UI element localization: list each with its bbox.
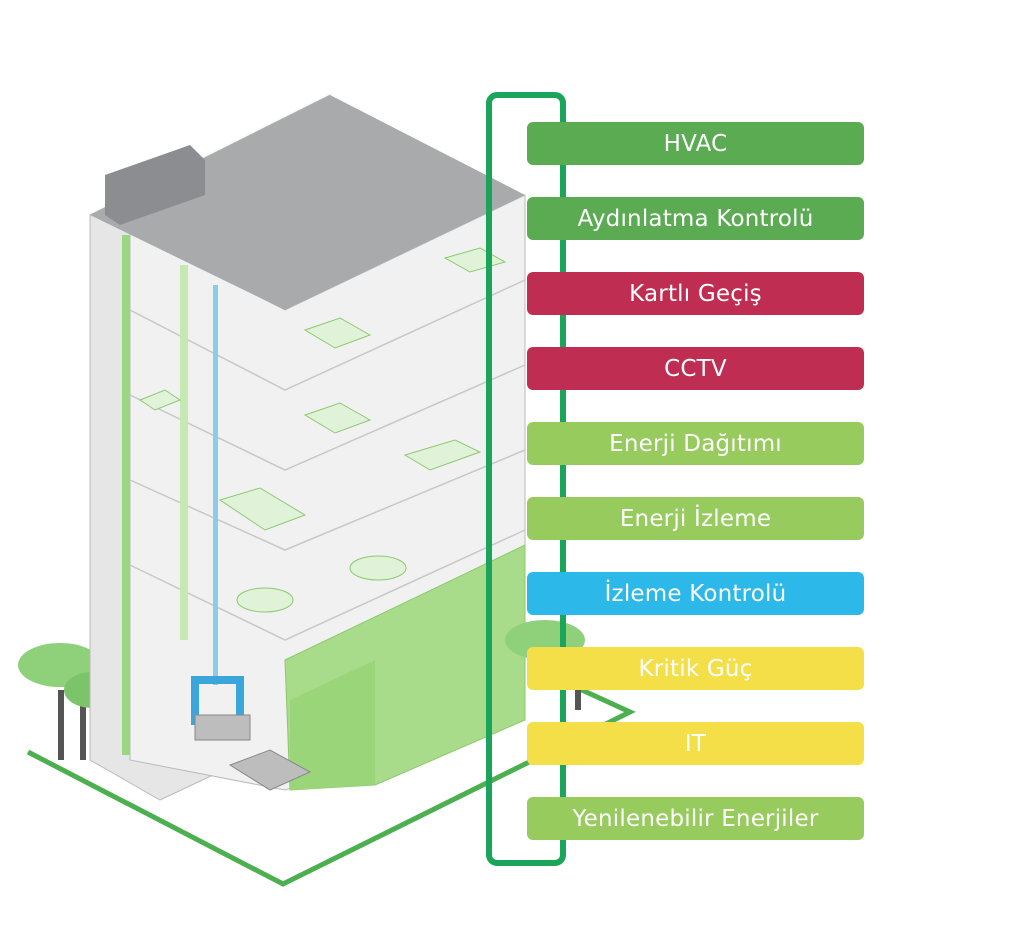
system-label-access-control[interactable]: Kartlı Geçiş bbox=[527, 272, 864, 315]
blue-pipe bbox=[213, 285, 218, 685]
system-label-monitoring-control[interactable]: İzleme Kontrolü bbox=[527, 572, 864, 615]
green-duct bbox=[122, 235, 130, 755]
ground-connector-line bbox=[26, 677, 636, 887]
system-label-renewables[interactable]: Yenilenebilir Enerjiler bbox=[527, 797, 864, 840]
roof bbox=[90, 95, 525, 310]
generator-equipment bbox=[194, 714, 312, 791]
system-connector-loop bbox=[486, 92, 566, 866]
system-label-lighting-control[interactable]: Aydınlatma Kontrolü bbox=[527, 197, 864, 240]
system-label-energy-monitoring[interactable]: Enerji İzleme bbox=[527, 497, 864, 540]
system-label-critical-power[interactable]: Kritik Güç bbox=[527, 647, 864, 690]
blue-pipes bbox=[191, 676, 244, 725]
system-label-power-distribution[interactable]: Enerji Dağıtımı bbox=[527, 422, 864, 465]
green-duct bbox=[180, 265, 188, 640]
furniture bbox=[138, 247, 507, 613]
system-label-it[interactable]: IT bbox=[527, 722, 864, 765]
system-label-cctv[interactable]: CCTV bbox=[527, 347, 864, 390]
system-label-hvac[interactable]: HVAC bbox=[527, 122, 864, 165]
green-facade-lower bbox=[290, 660, 375, 790]
hvac-unit bbox=[105, 145, 205, 225]
